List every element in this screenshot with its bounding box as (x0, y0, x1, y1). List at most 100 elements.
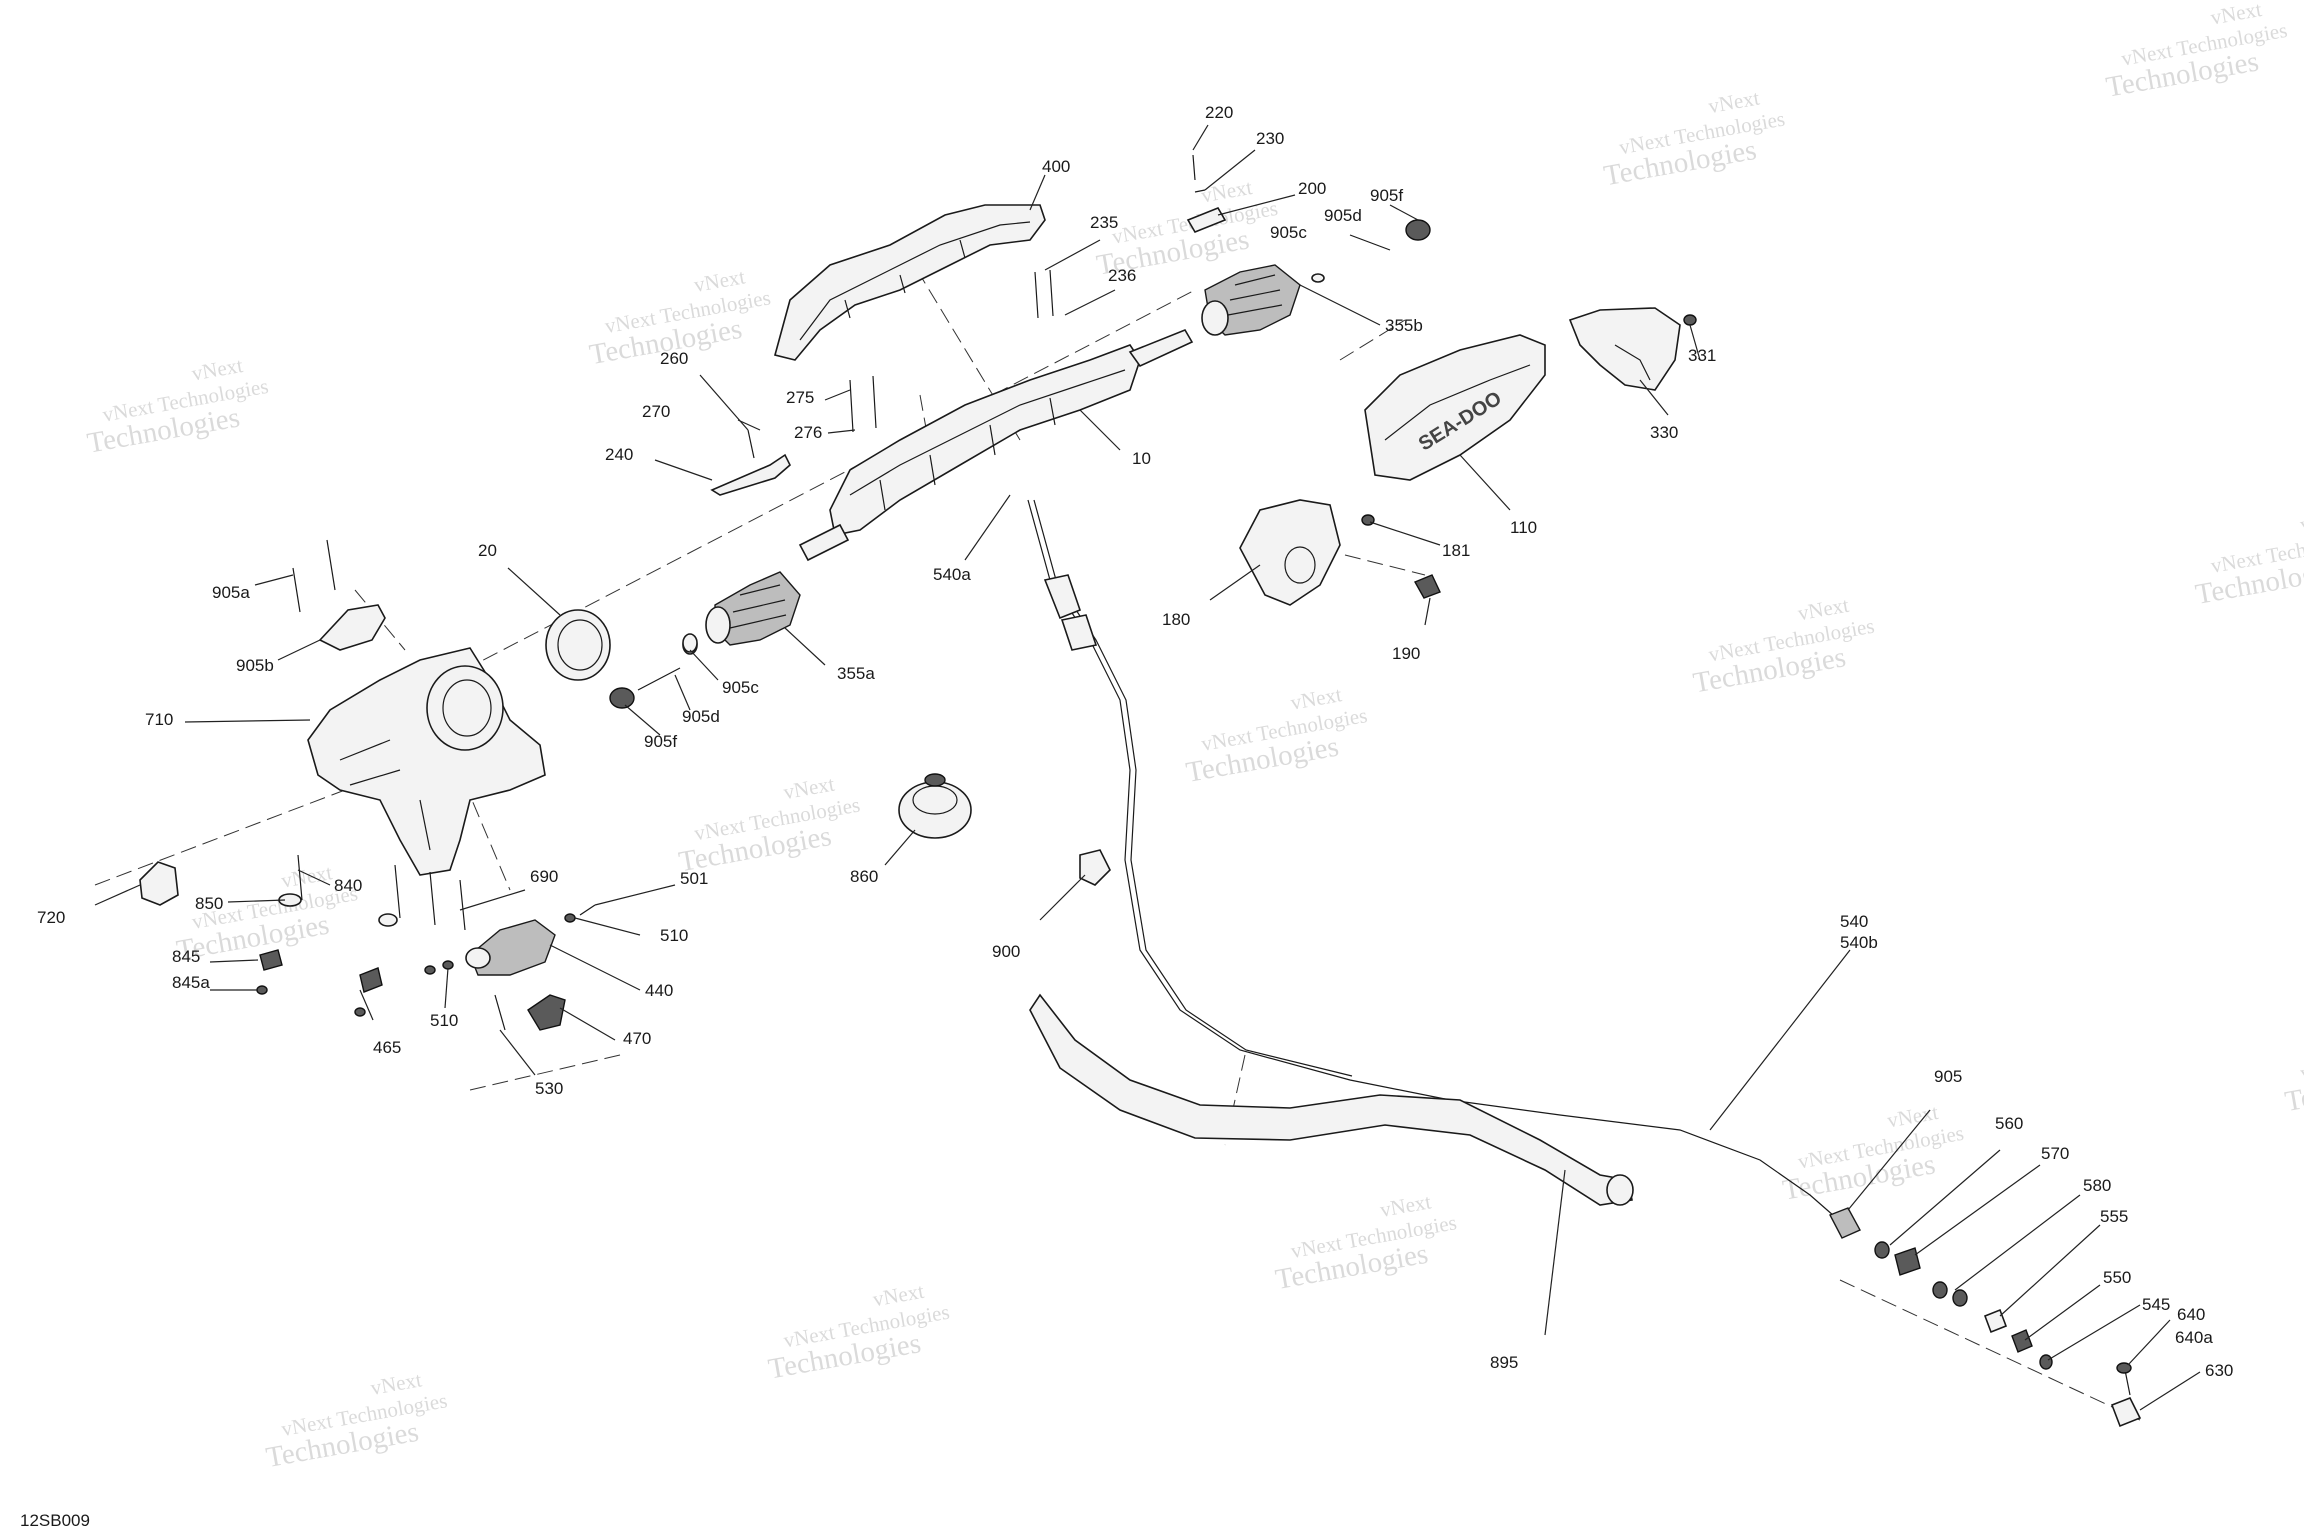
part-10-handlebar-housing (798, 329, 1194, 562)
part-545-washer (2039, 1354, 2053, 1370)
callout-845: 845 (172, 947, 200, 966)
callout-440: 440 (645, 981, 673, 1000)
part-20-ring (545, 609, 611, 681)
callout-905f-top: 905f (1370, 186, 1403, 205)
callout-labels: 220 230 200 905f 905c 905d 400 235 236 3… (37, 103, 2233, 1380)
callout-110: 110 (1510, 518, 1537, 537)
watermark: vNext vNext Technologies Technologies (2104, 0, 2289, 104)
callout-640a: 640a (2175, 1328, 2213, 1347)
watermark: vNext vNext Technologies Technologies (1094, 175, 1279, 282)
callout-550: 550 (2103, 1268, 2131, 1287)
callout-230: 230 (1256, 129, 1284, 148)
callout-331: 331 (1688, 346, 1716, 365)
svg-text:vNext Technologies: vNext Technologies (2298, 1032, 2304, 1085)
callout-190: 190 (1392, 644, 1420, 663)
callout-330: 330 (1650, 423, 1678, 442)
callout-690: 690 (530, 867, 558, 886)
callout-905b: 905b (236, 656, 274, 675)
part-550-nut (2011, 1329, 2033, 1353)
watermark: vNext vNext Technologies Technologies (1601, 86, 1786, 193)
callout-180: 180 (1162, 610, 1190, 629)
callout-905d: 905d (682, 707, 720, 726)
part-330-right-cover (1568, 307, 1681, 391)
callout-355b: 355b (1385, 316, 1423, 335)
part-110-main-cover: SEA-DOO (1364, 334, 1546, 481)
callout-560: 560 (1995, 1114, 2023, 1133)
watermark: vNext vNext Technologies Technologies (85, 353, 270, 460)
callout-905a: 905a (212, 583, 250, 602)
callout-905d-top: 905d (1324, 206, 1362, 225)
part-small-hardware (256, 154, 1697, 1031)
callout-850: 850 (195, 894, 223, 913)
part-905a-bolts (292, 539, 336, 613)
part-905b-clamp (318, 604, 386, 651)
part-640-screw (2116, 1362, 2132, 1396)
part-440-pivot (465, 919, 556, 976)
part-720-clamp (139, 861, 179, 906)
part-560-washer (1874, 1241, 1890, 1259)
part-180-left-cover (1239, 499, 1341, 606)
watermark: vNext vNext Technologies Technologies (2282, 1032, 2304, 1118)
callout-220: 220 (1205, 103, 1233, 122)
part-905f-cap (609, 687, 635, 709)
callout-260: 260 (660, 349, 688, 368)
callout-275: 275 (786, 388, 814, 407)
callout-845a: 845a (172, 973, 210, 992)
part-630-end (2110, 1396, 2142, 1428)
part-860-grommet (898, 773, 972, 839)
callout-181: 181 (1442, 541, 1470, 560)
callout-540b: 540b (1840, 933, 1878, 952)
watermark: vNext vNext Technologies Technologies (766, 1279, 951, 1386)
watermark: vNext vNext Technologies Technologies (1691, 593, 1876, 700)
callout-895: 895 (1490, 1353, 1518, 1372)
callout-905c-top: 905c (1270, 223, 1307, 242)
callout-470: 470 (623, 1029, 651, 1048)
watermark: vNext vNext Technologies Technologies (1273, 1189, 1458, 1296)
part-905-cable-sleeve (1829, 1207, 1861, 1239)
callout-400: 400 (1042, 157, 1070, 176)
callout-200: 200 (1298, 179, 1326, 198)
callout-240: 240 (605, 445, 633, 464)
callout-530: 530 (535, 1079, 563, 1098)
callout-276: 276 (794, 423, 822, 442)
callout-270: 270 (642, 402, 670, 421)
part-905f-cap-top (1405, 219, 1431, 241)
callout-580: 580 (2083, 1176, 2111, 1195)
part-470-bracket (527, 994, 566, 1031)
callout-840: 840 (334, 876, 362, 895)
callout-710: 710 (145, 710, 173, 729)
leader-lines (94, 124, 2201, 1411)
part-200-switch (1186, 207, 1227, 233)
callout-640: 640 (2177, 1305, 2205, 1324)
callout-540a: 540a (933, 565, 971, 584)
callout-555: 555 (2100, 1207, 2128, 1226)
callout-570: 570 (2041, 1144, 2069, 1163)
callout-10: 10 (1132, 449, 1151, 468)
part-400-upper-cover (774, 204, 1046, 361)
callout-545: 545 (2142, 1295, 2170, 1314)
callout-860: 860 (850, 867, 878, 886)
callout-510-right: 510 (660, 926, 688, 945)
callout-905: 905 (1934, 1067, 1962, 1086)
part-355a-left-grip (705, 571, 801, 646)
part-540-throttle-cable (1027, 499, 1851, 1231)
svg-text:vNext: vNext (2298, 504, 2304, 537)
callout-630: 630 (2205, 1361, 2233, 1380)
part-580-nut (1932, 1281, 1968, 1307)
callout-355a: 355a (837, 664, 875, 683)
callout-501: 501 (680, 869, 708, 888)
callout-905c: 905c (722, 678, 759, 697)
watermark: vNext vNext Technologies Technologies (676, 772, 861, 879)
part-895-conduit (1029, 993, 1634, 1206)
part-240-lever (710, 453, 791, 496)
callout-465: 465 (373, 1038, 401, 1057)
part-570-fitting (1894, 1247, 1921, 1276)
callout-236: 236 (1108, 266, 1136, 285)
part-710-steering-bracket (307, 647, 546, 876)
callout-20: 20 (478, 541, 497, 560)
callout-510: 510 (430, 1011, 458, 1030)
part-355b-right-grip (1201, 264, 1301, 336)
part-900-cable-clip (1079, 849, 1111, 886)
callout-720: 720 (37, 908, 65, 927)
